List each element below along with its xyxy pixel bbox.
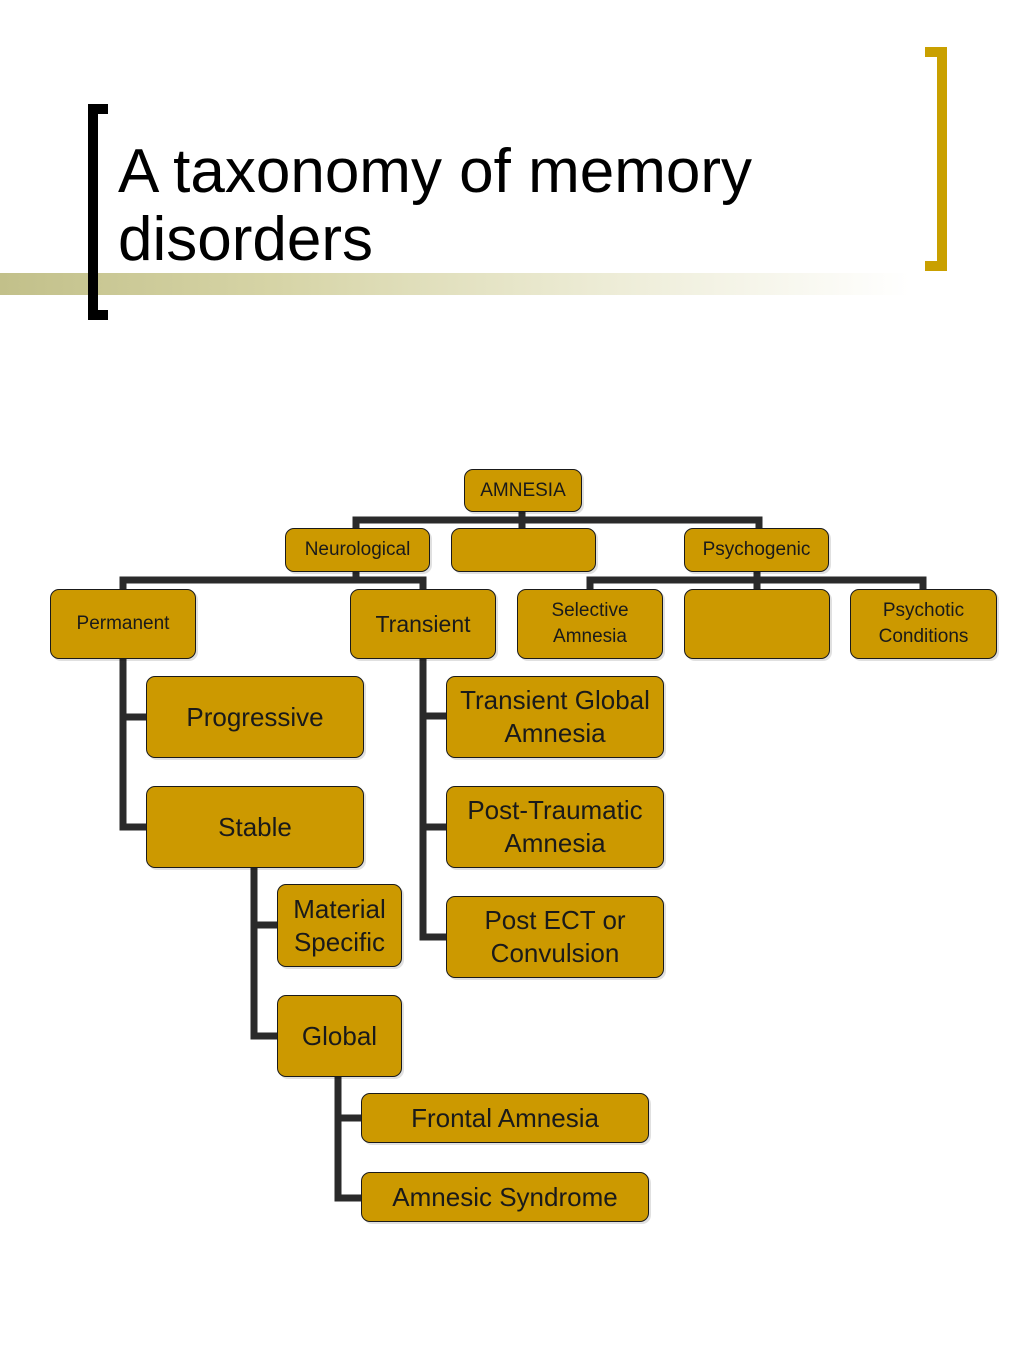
node-stable: Stable bbox=[146, 786, 364, 868]
node-global-label: Global bbox=[301, 1020, 378, 1051]
node-psychogenic-label: Psychogenic bbox=[702, 539, 811, 560]
node-frontal-amnesia-label: Frontal Amnesia bbox=[411, 1102, 599, 1133]
node-material-specific: Material Specific bbox=[277, 884, 402, 967]
node-frontal-amnesia: Frontal Amnesia bbox=[361, 1093, 649, 1143]
node-post-ect-convulsion: Post ECT or Convulsion bbox=[446, 896, 664, 978]
page-title: A taxonomy of memory disorders bbox=[118, 137, 753, 274]
node-amnesia: AMNESIA bbox=[464, 469, 582, 512]
node-transient: Transient bbox=[350, 589, 496, 659]
node-post-traumatic-amnesia: Post-Traumatic Amnesia bbox=[446, 786, 664, 868]
node-psychotic-conditions: Psychotic Conditions bbox=[850, 589, 997, 659]
node-permanent-label: Permanent bbox=[76, 613, 170, 634]
node-post-ect-convulsion-label: Post ECT or Convulsion bbox=[484, 905, 626, 968]
node-transient-global-amnesia: Transient Global Amnesia bbox=[446, 676, 664, 758]
node-transient-global-amnesia-label: Transient Global Amnesia bbox=[460, 685, 650, 748]
node-material-specific-label: Material Specific bbox=[293, 893, 386, 957]
node-unlabeled-psychogenic bbox=[684, 589, 830, 659]
node-amnesic-syndrome: Amnesic Syndrome bbox=[361, 1172, 649, 1222]
node-amnesic-syndrome-label: Amnesic Syndrome bbox=[392, 1181, 618, 1212]
node-selective-amnesia: Selective Amnesia bbox=[517, 589, 663, 659]
node-neurological: Neurological bbox=[285, 528, 430, 572]
left-bracket-decoration bbox=[88, 104, 108, 320]
node-permanent: Permanent bbox=[50, 589, 196, 659]
node-amnesia-label: AMNESIA bbox=[480, 479, 566, 501]
node-selective-amnesia-label: Selective Amnesia bbox=[551, 600, 629, 647]
node-post-traumatic-amnesia-label: Post-Traumatic Amnesia bbox=[467, 795, 643, 858]
node-psychotic-conditions-label: Psychotic Conditions bbox=[878, 600, 969, 647]
node-neurological-label: Neurological bbox=[304, 539, 411, 560]
node-global: Global bbox=[277, 995, 402, 1077]
right-bracket-decoration bbox=[925, 47, 947, 271]
title-underline-band bbox=[0, 273, 910, 295]
node-progressive: Progressive bbox=[146, 676, 364, 758]
node-psychogenic: Psychogenic bbox=[684, 528, 829, 572]
node-transient-label: Transient bbox=[375, 611, 471, 637]
node-stable-label: Stable bbox=[218, 811, 292, 842]
node-unlabeled-middle bbox=[451, 528, 596, 572]
node-progressive-label: Progressive bbox=[186, 701, 324, 732]
